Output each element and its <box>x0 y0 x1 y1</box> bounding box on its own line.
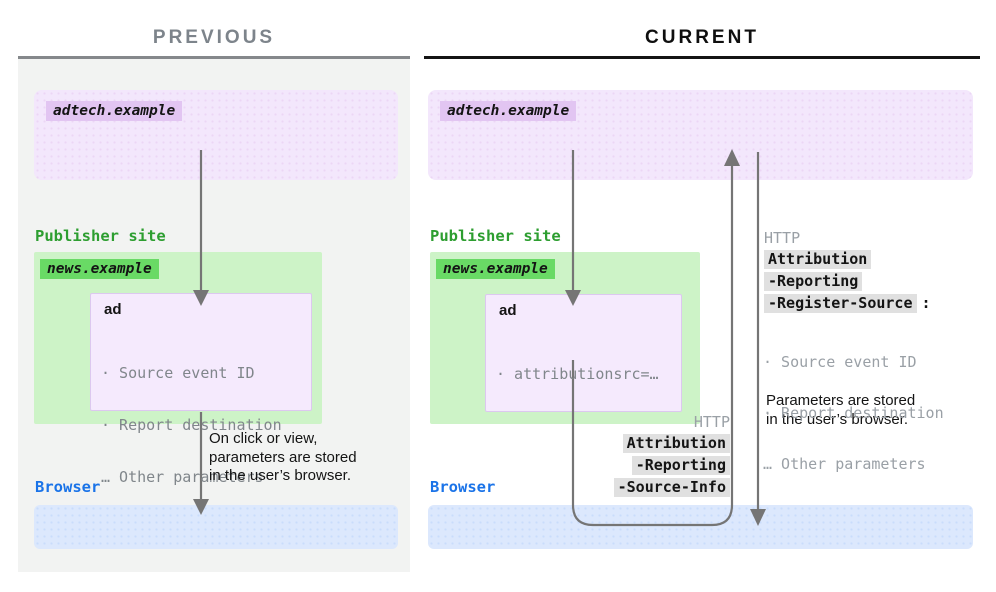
http-header-fragment: -Reporting <box>631 456 730 475</box>
previous-ad-title: ad <box>104 301 122 318</box>
response-parameter: … Other parameters <box>763 455 926 473</box>
http-header-fragment: -Source-Info <box>613 478 730 497</box>
previous-browser-box <box>34 505 398 549</box>
previous-column-title: PREVIOUS <box>152 27 276 48</box>
http-response-header-labels: HTTP Attribution -Reporting -Register-So… <box>764 229 931 313</box>
previous-ad-parameter: … Other parameters <box>101 468 264 487</box>
current-ad-parameters: · attributionsrc=… <box>496 331 659 418</box>
response-parameter: · Source event ID <box>763 353 917 371</box>
previous-divider-line <box>18 56 410 59</box>
current-publisher-site-label: Publisher site <box>430 227 561 245</box>
current-ad-parameter: · attributionsrc=… <box>496 364 659 383</box>
previous-news-domain-label: news.example <box>40 259 159 279</box>
current-news-domain-label: news.example <box>436 259 555 279</box>
previous-publisher-site-label: Publisher site <box>35 227 166 245</box>
previous-ad-parameters: · Source event ID · Report destination …… <box>101 330 282 521</box>
current-column-title: CURRENT <box>645 27 759 48</box>
current-stored-note: Parameters are stored in the user’s brow… <box>766 392 916 428</box>
http-request-header-labels: HTTP Attribution -Reporting -Source-Info <box>613 413 730 497</box>
previous-browser-label: Browser <box>35 478 101 496</box>
http-header-fragment: Attribution <box>764 250 872 269</box>
http-protocol-label: HTTP <box>764 229 801 247</box>
http-header-fragment: -Register-Source <box>764 294 917 313</box>
previous-adtech-domain-label: adtech.example <box>46 101 183 121</box>
current-ad-title: ad <box>499 302 517 319</box>
http-protocol-label: HTTP <box>693 413 730 431</box>
previous-ad-parameter: · Report destination <box>101 416 282 435</box>
response-header-parameters: · Source event ID · Report destination …… <box>763 320 944 507</box>
previous-ad-parameter: · Source event ID <box>101 363 255 382</box>
http-header-colon: : <box>921 294 931 312</box>
http-header-fragment: -Reporting <box>764 272 863 291</box>
previous-flow-note: On click or view, parameters are stored … <box>209 430 357 485</box>
current-adtech-domain-label: adtech.example <box>440 101 577 121</box>
current-browser-box <box>428 505 973 549</box>
http-header-fragment: Attribution <box>622 434 730 453</box>
current-divider-line <box>424 56 980 59</box>
current-browser-label: Browser <box>430 478 496 496</box>
response-parameter: · Report destination <box>763 404 944 422</box>
